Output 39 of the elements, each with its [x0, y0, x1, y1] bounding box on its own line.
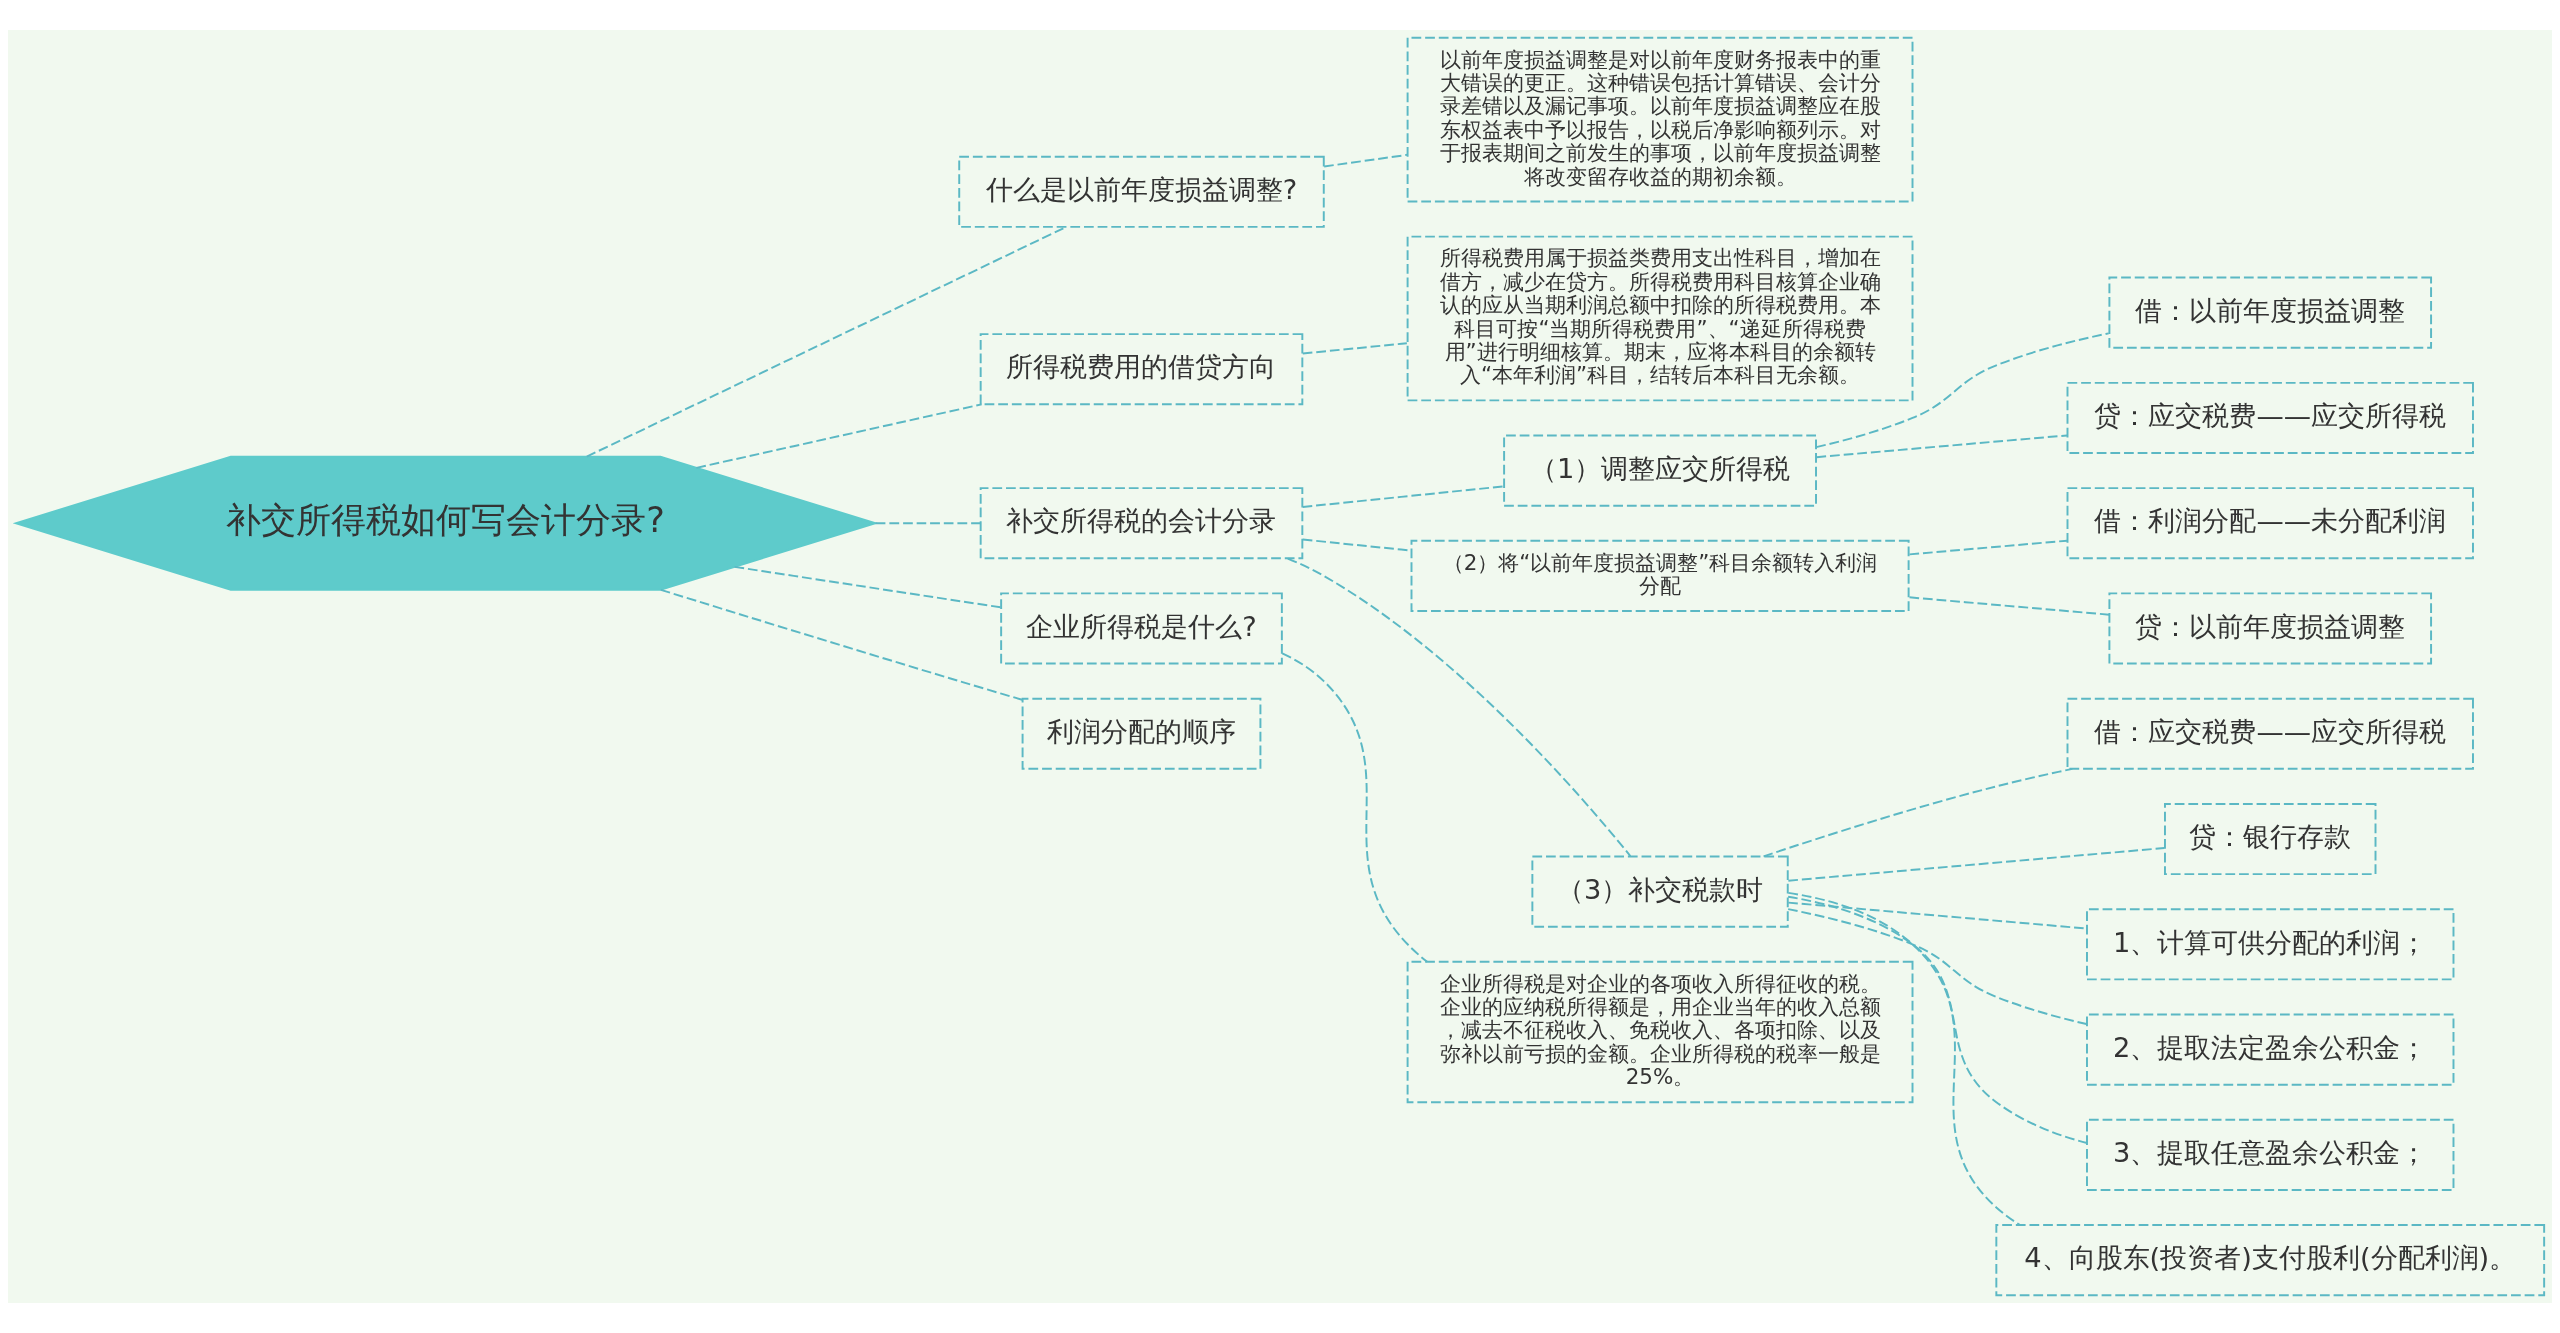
connector — [1815, 332, 2110, 449]
node-box: 什么是以前年度损益调整? — [958, 155, 1325, 228]
connector — [1286, 557, 1632, 858]
node-box: 所得税费用属于损益类费用支出性科目，增加在借方，减少在贷方。所得税费用科目核算企业确认的应从当期利润总额中扣除的所得税费用。本科目可按“当期所得税费用”、“递延所得税费用”进行明细核算。期末，应将本科目的余额转入“本年利润”科目，结转后本科目无余额。 — [1406, 235, 1914, 402]
node-box: 借：以前年度损益调整 — [2108, 276, 2433, 349]
node-box: 1、计算可供分配的利润； — [2086, 908, 2455, 981]
node-box: 4、向股东(投资者)支付股利(分配利润)。 — [1995, 1224, 2546, 1297]
node-box: （3）补交税款时 — [1531, 855, 1789, 928]
connector — [1908, 596, 2111, 616]
connector — [874, 522, 982, 525]
node-box: （1）调整应交所得税 — [1503, 434, 1817, 507]
node-box: 补交所得税的会计分录 — [979, 487, 1304, 560]
node-box: 利润分配的顺序 — [1021, 697, 1262, 770]
connector — [1323, 153, 1409, 168]
node-box: 2、提取法定盈余公积金； — [2086, 1013, 2455, 1086]
connector — [1815, 434, 2068, 459]
node-box: 所得税费用的借贷方向 — [979, 333, 1304, 406]
node-box: 贷：银行存款 — [2164, 802, 2377, 876]
node-box: 贷：应交税费——应交所得税 — [2066, 381, 2474, 454]
connector — [1908, 539, 2068, 556]
node-box: 企业所得税是对企业的各项收入所得征收的税。企业的应纳税所得额是，用企业当年的收入总额，减去不征税收入、免税收入、各项扣除、以及弥补以前亏损的金额。企业所得税的税率一般是25%。 — [1406, 960, 1914, 1104]
connector — [733, 565, 1002, 609]
connector — [1787, 847, 2166, 882]
node-box: 以前年度损益调整是对以前年度财务报表中的重大错误的更正。这种错误包括计算错误、会计分录差错以及漏记事项。以前年度损益调整应在股东权益表中予以报告，以税后净影响额列示。对于报表期间之前发生的事项，以前年度损益调整将改变留存收益的期初余额。 — [1406, 36, 1914, 203]
connector — [1787, 908, 2088, 1026]
node-box: 贷：以前年度损益调整 — [2108, 592, 2433, 665]
connector — [659, 588, 1024, 701]
node-box: 借：利润分配——未分配利润 — [2066, 487, 2474, 560]
node-box: 企业所得税是什么? — [1000, 592, 1283, 665]
node-box: （2）将“以前年度损益调整”科目余额转入利润分配 — [1410, 539, 1910, 612]
node-box: 3、提取任意盈余公积金； — [2086, 1118, 2455, 1191]
connector — [1301, 485, 1505, 508]
connector — [1281, 652, 1429, 963]
connector — [1787, 891, 2021, 1226]
node-box: 借：应交税费——应交所得税 — [2066, 697, 2474, 770]
connector — [1787, 895, 2088, 1144]
connector — [1762, 767, 2074, 858]
connector — [695, 403, 983, 469]
connector — [1301, 342, 1408, 355]
